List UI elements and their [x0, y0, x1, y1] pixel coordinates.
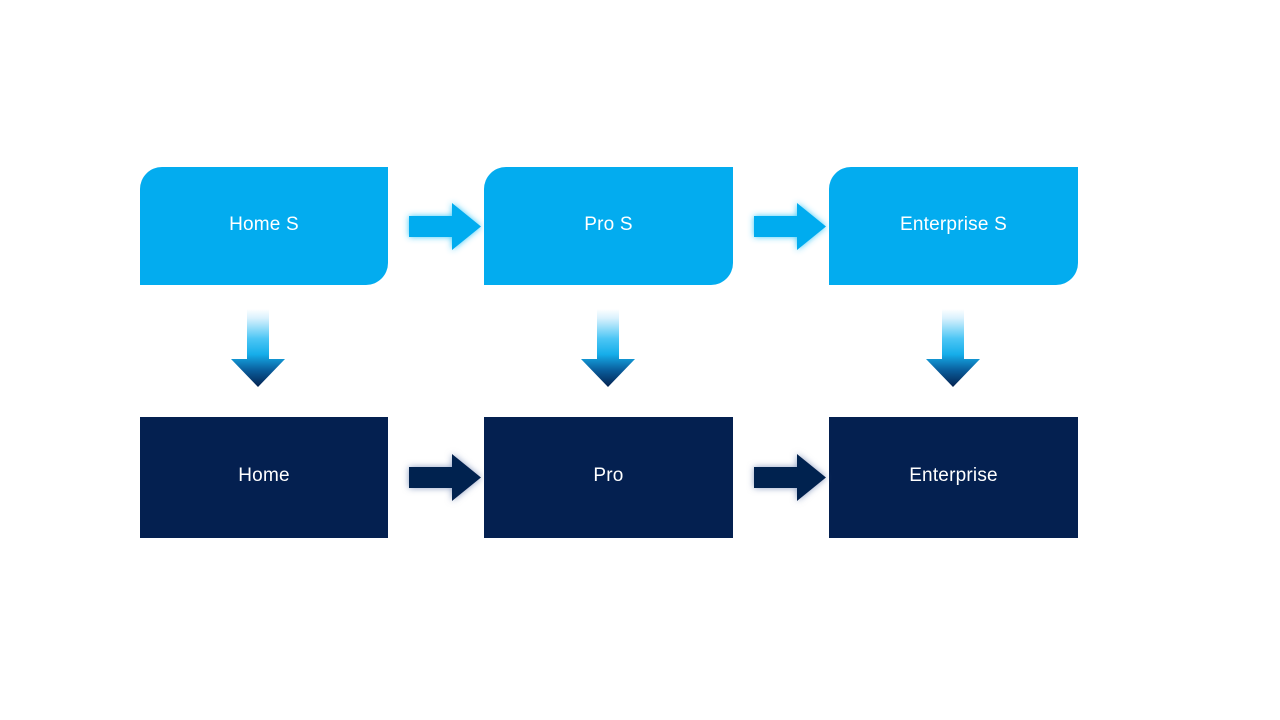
- node-home-s[interactable]: Home S: [140, 167, 388, 285]
- node-enterprise-s[interactable]: Enterprise S: [829, 167, 1078, 285]
- node-enterprise[interactable]: Enterprise: [829, 417, 1078, 538]
- node-home[interactable]: Home: [140, 417, 388, 538]
- node-label: Home S: [229, 213, 299, 235]
- arrow-enterprise-s-to-enterprise: [926, 309, 980, 387]
- node-pro-s[interactable]: Pro S: [484, 167, 733, 285]
- node-label: Enterprise S: [900, 213, 1007, 235]
- arrow-pro-s-to-pro: [581, 309, 635, 387]
- node-label: Pro S: [584, 213, 633, 235]
- node-label: Home: [238, 465, 290, 487]
- node-label: Pro: [593, 465, 624, 487]
- node-pro[interactable]: Pro: [484, 417, 733, 538]
- arrow-pro-to-enterprise: [754, 454, 826, 501]
- arrow-home-s-to-pro-s: [409, 203, 481, 250]
- node-label: Enterprise: [909, 465, 998, 487]
- arrow-pro-s-to-enterprise-s: [754, 203, 826, 250]
- arrow-home-to-pro: [409, 454, 481, 501]
- arrow-home-s-to-home: [231, 309, 285, 387]
